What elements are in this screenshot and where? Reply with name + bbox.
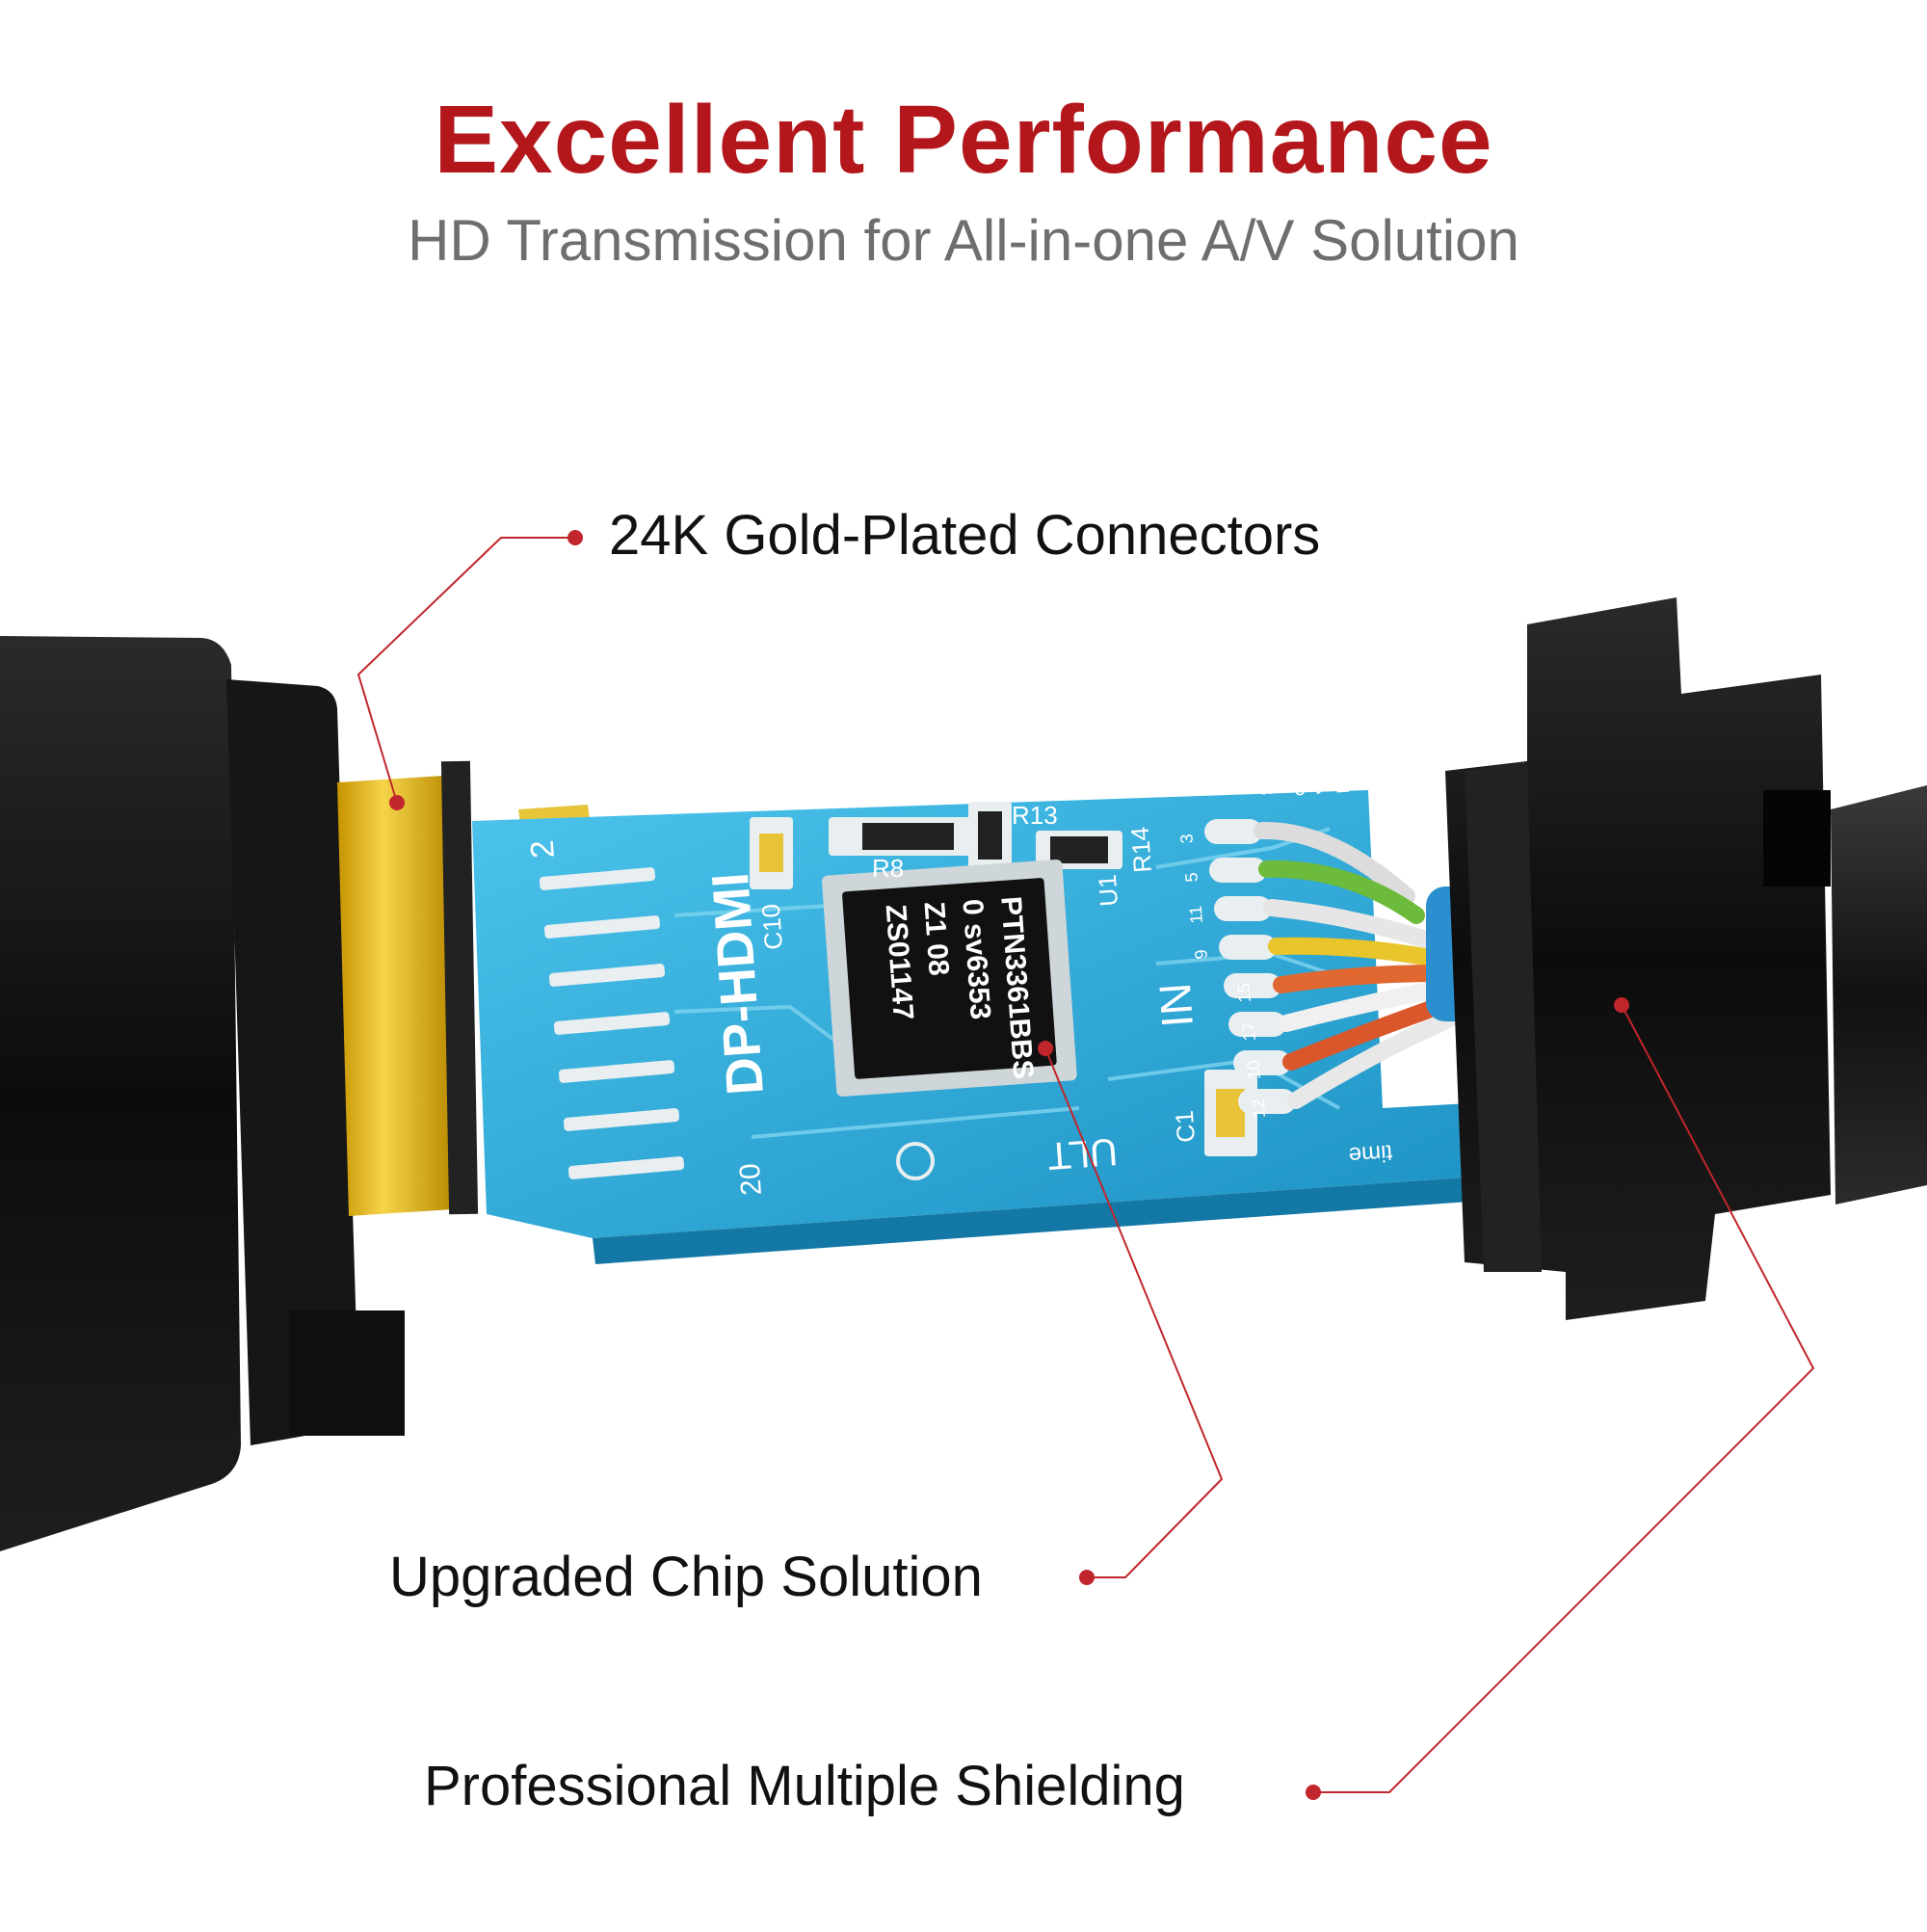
pad-number: 12	[1249, 1098, 1269, 1119]
pcb-label-in: IN	[1149, 981, 1202, 1029]
dp-connector-housing	[0, 636, 405, 1551]
page-title: Excellent Performance	[434, 86, 1493, 194]
pad-number: 11	[1186, 905, 1206, 924]
chip	[822, 859, 1077, 1098]
pad-number: 17	[1239, 1021, 1259, 1042]
cable-jacket	[1831, 785, 1927, 1204]
pcb-label-c1: C1	[1170, 1109, 1201, 1143]
pcb-label-u1: U1	[1093, 873, 1123, 907]
callout-gold-connectors: 24K Gold-Plated Connectors	[609, 504, 1321, 567]
callout-leaders	[356, 537, 1815, 1793]
pad-number: 3	[1176, 834, 1197, 844]
pcb-label-r14: R14	[1125, 826, 1157, 874]
pad-number: 5	[1181, 872, 1201, 883]
pcb-label-time: time	[1348, 1139, 1393, 1168]
callout-chip: Upgraded Chip Solution	[389, 1546, 983, 1608]
pcb-label-thickness: T=1.6mm	[1258, 773, 1350, 803]
pcb-label-pin-20: 20	[734, 1162, 768, 1197]
hdmi-housing	[1445, 597, 1927, 1320]
pad-number: 10	[1244, 1060, 1264, 1080]
solder-pads	[1204, 819, 1296, 1114]
pcb-label-pin-2: 2	[524, 839, 562, 860]
pad-number: 15	[1234, 983, 1254, 1003]
page-subtitle: HD Transmission for All-in-one A/V Solut…	[408, 208, 1519, 273]
chip-marking: Z1 08	[917, 901, 954, 977]
callout-dots	[389, 530, 1629, 1800]
pcb-edge-fingers	[539, 867, 685, 1179]
callout-shielding: Professional Multiple Shielding	[424, 1755, 1185, 1817]
gold-connector	[337, 760, 721, 1243]
pcb-label-r8: R8	[872, 854, 904, 883]
pad-number: 9	[1191, 949, 1211, 960]
pcb-label-c10: C10	[756, 903, 788, 951]
pcb-label-r13: R13	[1012, 801, 1058, 830]
